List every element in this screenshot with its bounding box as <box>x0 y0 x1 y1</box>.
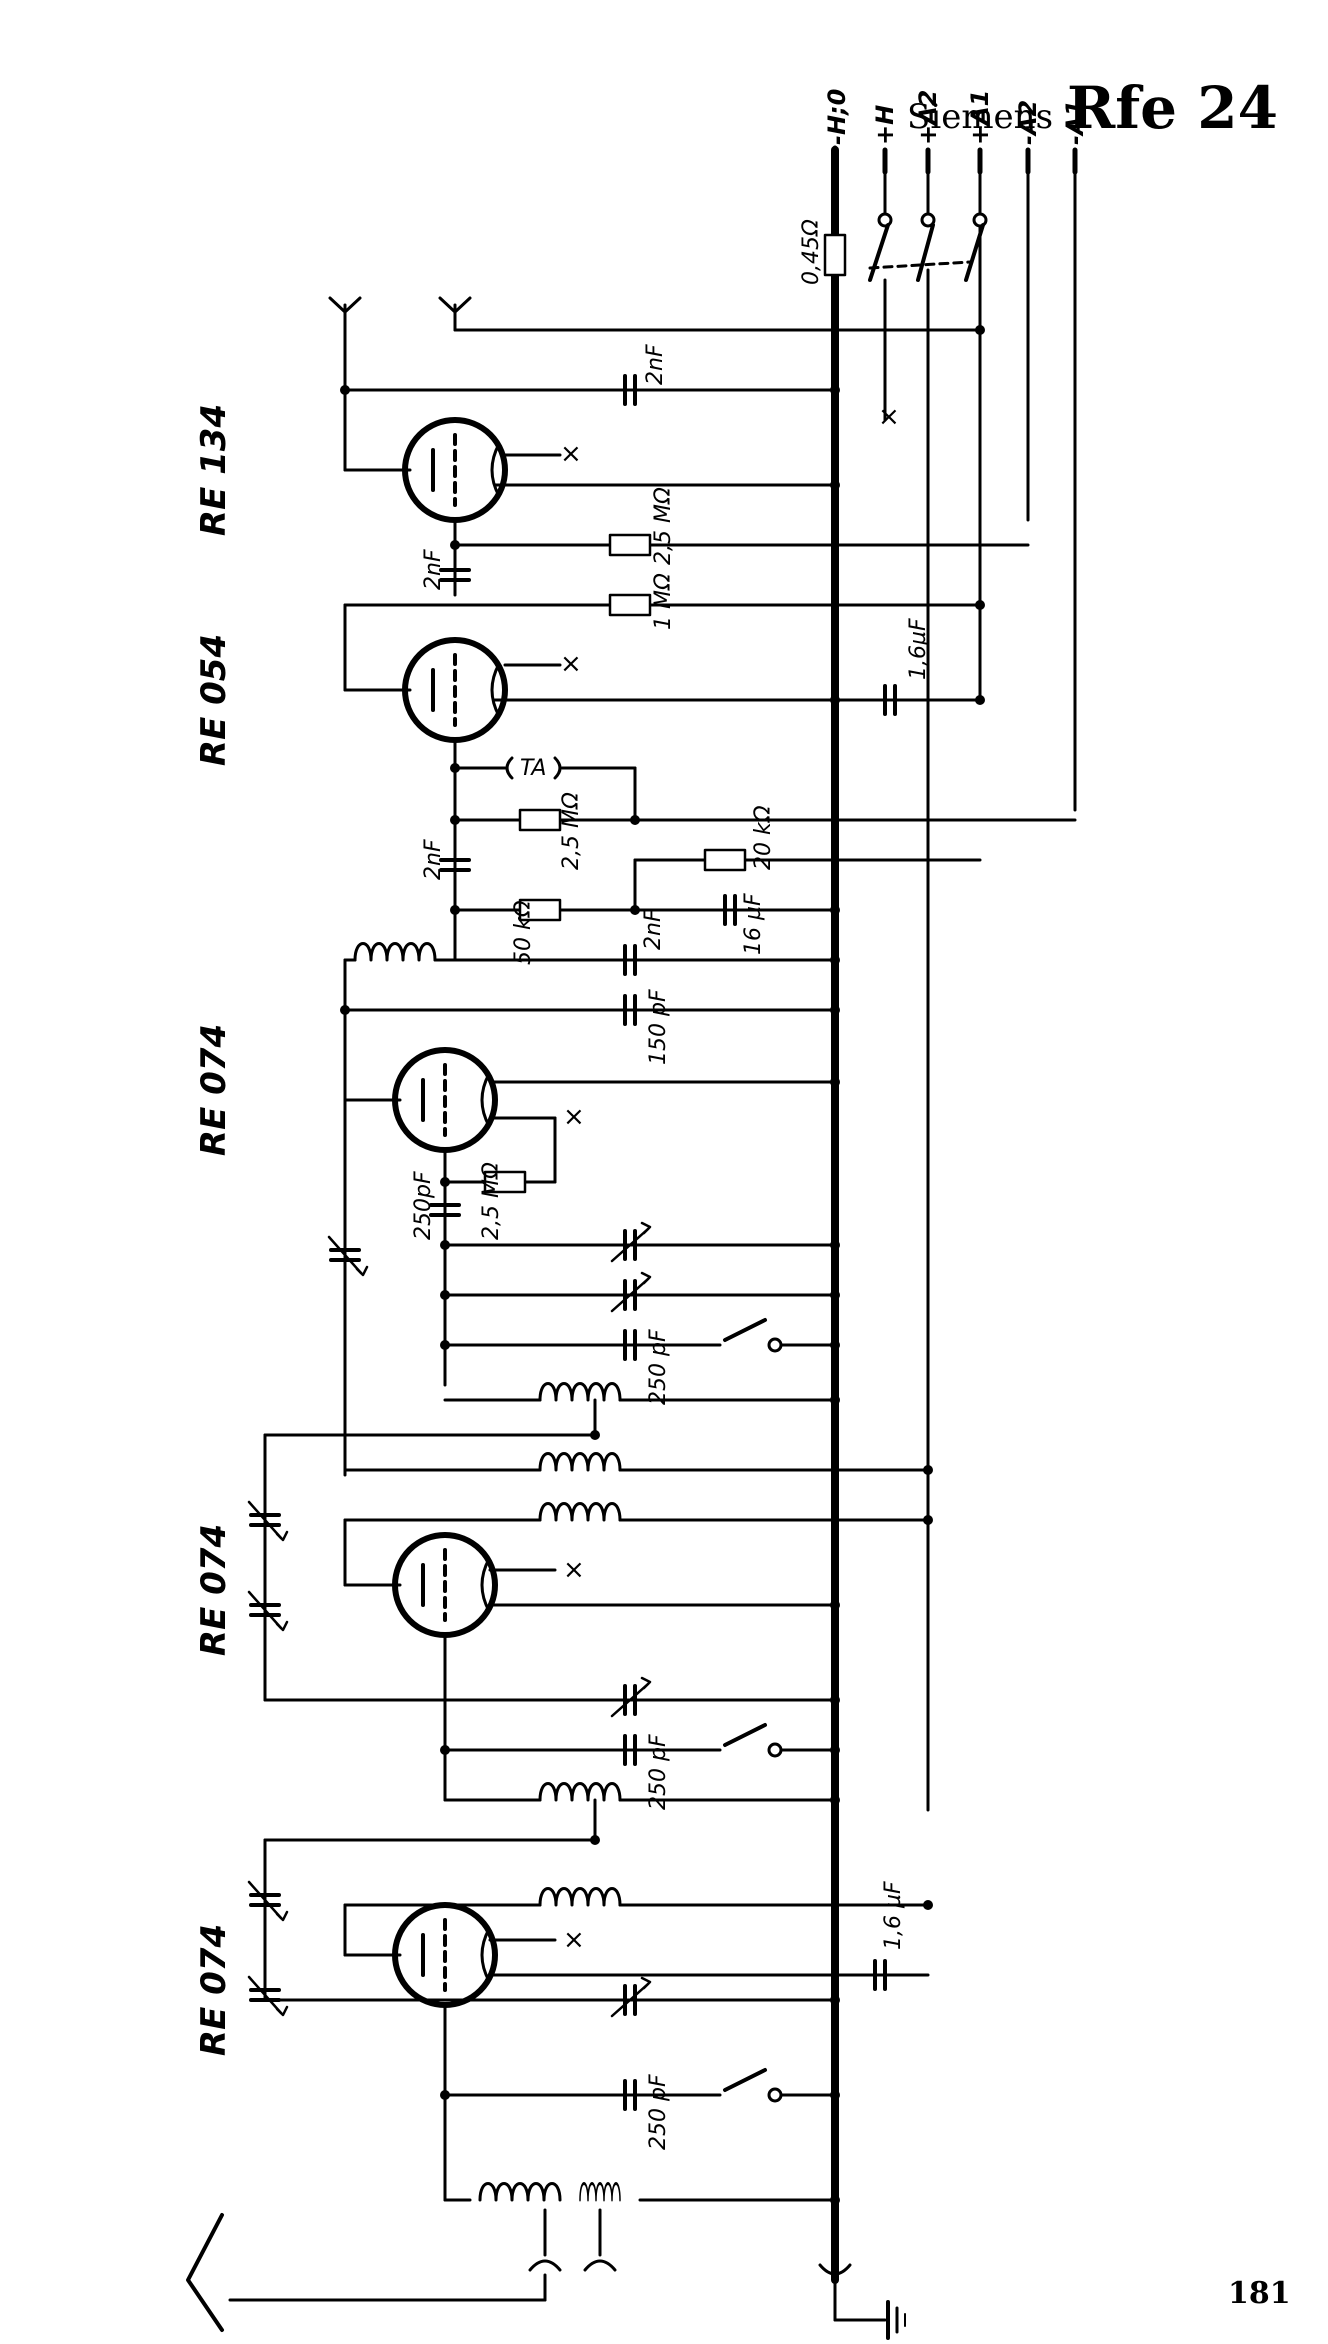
label-c-2nf-b: 2nF <box>641 909 666 950</box>
label-r-heater: 0,45Ω <box>799 219 824 285</box>
label-r-grid1: 2,5 MΩ <box>651 487 676 565</box>
label-r-anode: 1 MΩ <box>651 573 676 630</box>
power-switch: × <box>868 170 988 432</box>
tube-label-re074-rf1: RE 074 <box>194 1924 234 2056</box>
label-ta: TA <box>520 756 546 781</box>
svg-text:×: × <box>563 1925 585 1955</box>
terminal-stubs <box>832 145 1078 175</box>
label-r-grid2: 2,5 MΩ <box>559 792 584 870</box>
terminal-plus-h: +H <box>871 105 899 145</box>
terminal-plus-a1: +A1 <box>966 90 994 145</box>
terminal-plus-a2: +A2 <box>914 90 942 145</box>
terminal-minus-a1: -A1 <box>1061 100 1089 145</box>
terminal-minus-a2: -A2 <box>1014 100 1042 145</box>
tube-label-re134: RE 134 <box>194 404 234 536</box>
label-r-20k: 20 kΩ <box>751 805 776 870</box>
page-number: 181 <box>1228 2276 1291 2311</box>
model-name: Rfe 24 <box>1067 74 1278 142</box>
label-c-couple1: 2nF <box>421 549 446 590</box>
label-c-bypass: 1,6µF <box>906 618 931 680</box>
svg-text:×: × <box>560 439 582 469</box>
brand-name: Siemens <box>907 97 1054 137</box>
svg-text:×: × <box>560 649 582 679</box>
label-c-250pf-a: 250 pF <box>646 1329 671 1405</box>
label-c-150pf: 150 pF <box>646 989 671 1065</box>
label-c-16uf-b: 1,6 µF <box>881 1881 906 1950</box>
page-header: Siemens Rfe 24 <box>907 74 1278 142</box>
tube-label-re054: RE 054 <box>194 634 234 766</box>
svg-text:×: × <box>563 1102 585 1132</box>
label-c-250pf-c: 250 pF <box>646 2074 671 2150</box>
label-c-250pf-b: 250 pF <box>646 1734 671 1810</box>
tube-label-re074-rf2: RE 074 <box>194 1524 234 1656</box>
terminal-h0: -H;0 <box>823 89 851 145</box>
svg-text:×: × <box>878 402 900 432</box>
svg-text:×: × <box>563 1555 585 1585</box>
label-r-50k: 50 kΩ <box>511 900 536 965</box>
label-c-couple2: 2nF <box>421 839 446 880</box>
label-c-16uf: 16 µF <box>741 893 766 955</box>
tube-label-re074-detector: RE 074 <box>194 1024 234 1156</box>
label-c-250pf-det: 250pF <box>411 1171 436 1240</box>
label-r-det: 2,5 MΩ <box>479 1162 504 1240</box>
label-c-ant: 2nF <box>643 344 668 385</box>
